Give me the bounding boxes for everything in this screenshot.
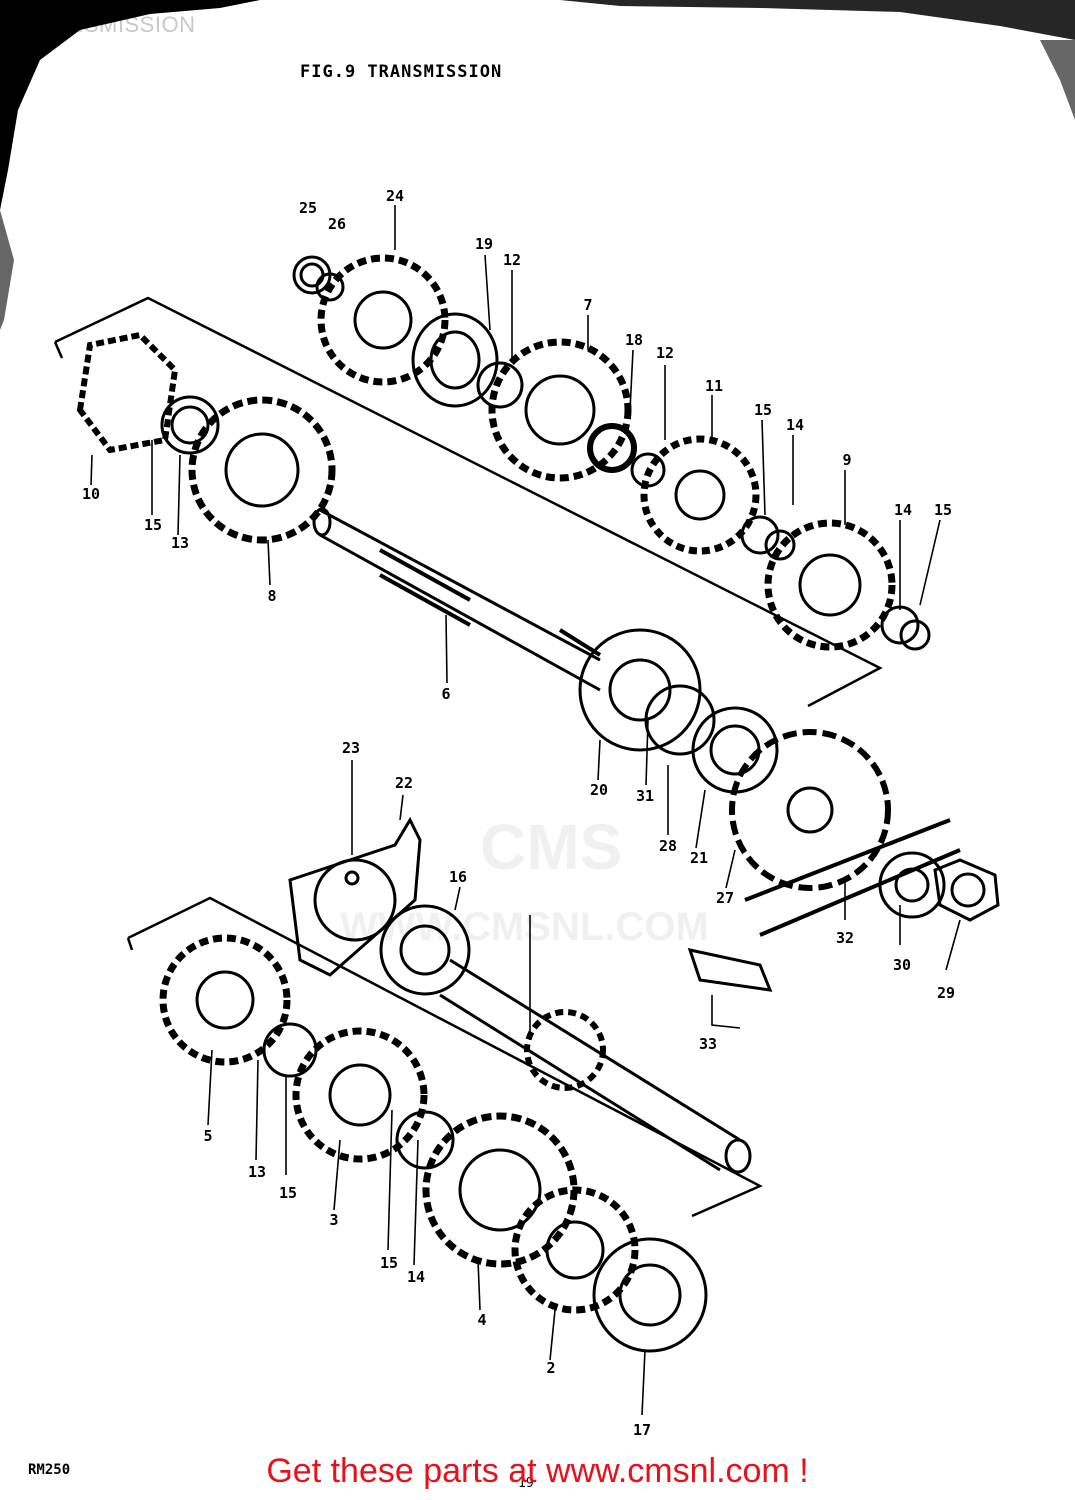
callout-label: 29 [936,984,956,1002]
callout-label: 13 [170,534,190,552]
callout-label: 16 [448,868,468,886]
model-code: RM250 [28,1462,71,1478]
callout-label: 33 [698,1035,718,1053]
callout-label: 15 [933,501,953,519]
scan-noise [0,0,1075,330]
callout-label: 3 [329,1211,339,1229]
callout-label: 15 [143,516,163,534]
callout-label: 28 [658,837,678,855]
callout-label: 32 [835,929,855,947]
countershaft-group-outline [53,296,883,708]
drive-sprocket-and-chain [687,729,1000,992]
countershaft-gears [76,331,336,544]
callout-label: 15 [753,401,773,419]
callout-label: 13 [247,1163,267,1181]
callout-label: 6 [441,685,451,703]
callout-label: 31 [635,787,655,805]
callout-label: 2 [546,1359,556,1377]
callout-label: 19 [474,235,494,253]
callout-label: 8 [267,587,277,605]
callout-label: 5 [203,1127,213,1145]
callout-label: 11 [704,377,724,395]
callout-label: 21 [689,849,709,867]
callout-label: 14 [785,416,805,434]
bearing-retainer [288,816,422,977]
callout-label: 14 [406,1268,426,1286]
mainshaft-gears [159,934,708,1353]
mainshaft-group-outline [126,896,763,1218]
page-number: 19 [518,1476,534,1491]
countershaft [312,507,779,794]
callout-label: 22 [394,774,414,792]
watermark-logo: CMS [480,811,623,883]
callout-label: 26 [327,215,347,233]
callout-label: 4 [477,1311,487,1329]
figure-title: FIG.9 TRANSMISSION [300,62,503,82]
callout-label: 27 [715,889,735,907]
callout-label: 15 [379,1254,399,1272]
promo-link[interactable]: Get these parts at www.cmsnl.com ! [266,1452,809,1490]
callout-label: 14 [893,501,913,519]
callout-label: 15 [278,1184,298,1202]
callout-label: 18 [624,331,644,349]
callout-label: 10 [81,485,101,503]
callout-label: 12 [655,344,675,362]
callout-label: 20 [589,781,609,799]
callout-label: 24 [385,187,405,205]
callout-label: 30 [892,956,912,974]
callout-label: 7 [583,296,593,314]
callout-label: 23 [341,739,361,757]
leader-lines [90,205,961,1416]
upper-gears [292,254,931,651]
callout-label: 12 [502,251,522,269]
callout-label: 25 [298,199,318,217]
callout-label: 17 [632,1421,652,1439]
mainshaft [379,904,752,1174]
callout-label: 9 [842,451,852,469]
